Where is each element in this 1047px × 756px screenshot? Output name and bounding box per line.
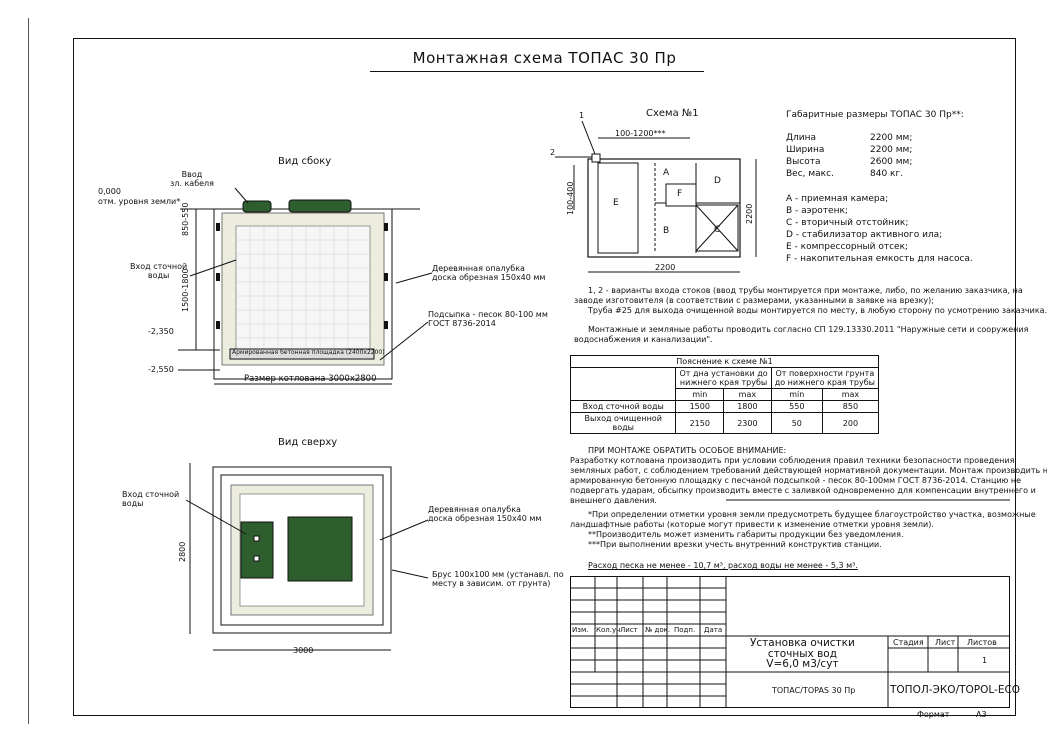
table-cell: 200	[821, 412, 880, 434]
top-formwork-label: Деревянная опалубка доска обрезная 150х4…	[428, 505, 542, 524]
footnote-line: ландшафтные работы (которые могут привес…	[570, 520, 934, 529]
dimension-value: 840 кг.	[870, 169, 904, 179]
note-line: заводе изготовителя (в соответствии с ра…	[574, 296, 934, 305]
zone-d-label: D	[714, 176, 721, 186]
legend-item: В - аэротенк;	[786, 206, 848, 216]
zone-f-label: F	[677, 189, 683, 199]
legend-item: D - стабилизатор активного ила;	[786, 230, 943, 240]
legend-item: А - приемная камера;	[786, 194, 889, 204]
stamp-col: Лист	[620, 626, 638, 634]
title-block	[570, 576, 1010, 708]
legend-item: Е - компрессорный отсек;	[786, 242, 909, 252]
scheme-heading: Схема №1	[646, 108, 699, 119]
attention-line: подвергать ударам, обсыпку производить в…	[570, 486, 1036, 495]
zone-c-label: C	[714, 225, 721, 235]
legend-item: С - вторичный отстойник;	[786, 218, 909, 228]
mark-2350: -2,350	[148, 327, 174, 336]
attention-line: внешнего давления.	[570, 496, 657, 505]
format-label: Формат	[917, 710, 950, 719]
cable-entry-label: Ввод зл. кабеля	[170, 170, 214, 189]
stamp-stage-label: Стадия	[893, 638, 924, 647]
table-group-header: От дна установки до нижнего края трубы	[675, 367, 772, 389]
attention-line: Разработку котлована производить при усл…	[570, 456, 1015, 465]
table-group-header: От поверхности грунта до нижнего края тр…	[770, 367, 880, 389]
top-view-heading: Вид сверху	[278, 437, 338, 448]
dimensions-heading: Габаритные размеры ТОПАС 30 Пр**:	[786, 110, 964, 120]
scheme-marker-1: 1	[579, 111, 585, 120]
stamp-col: № док.	[645, 626, 671, 634]
ground-label: отм. уровня земли*	[98, 197, 181, 206]
dimension-label: Вес, макс.	[786, 169, 834, 179]
note-line: 1, 2 - варианты входа стоков (ввод трубы…	[588, 286, 1023, 295]
stamp-product: ТОПАС/TOPAS 30 Пр	[772, 686, 856, 695]
note-line: водоснабжения и канализации".	[574, 335, 713, 344]
stamp-sheet-label: Лист	[935, 638, 956, 647]
side-formwork-label: Деревянная опалубка доска обрезная 150х4…	[432, 264, 546, 283]
scheme-dim-bottom: 2200	[655, 263, 676, 272]
note-line: Труба #25 для выхода очищенной воды монт…	[588, 306, 1047, 315]
drawing-title: Монтажная схема ТОПАС 30 Пр	[412, 49, 677, 67]
attention-line: земляных работ, с соблюдением требований…	[570, 466, 1047, 475]
footnote-line: *При определении отметки уровня земли пр…	[588, 510, 1036, 519]
pit-size-label: Размер котлована 3000х2800	[244, 374, 377, 384]
side-view-section	[178, 187, 433, 385]
zone-e-label: E	[613, 198, 619, 208]
zone-a-label: A	[663, 168, 670, 178]
stamp-title: Установка очистки сточных вод V=6,0 м3/с…	[750, 637, 855, 670]
stamp-col: Подп.	[674, 626, 696, 634]
table-row: Вход сточной воды 1500 1800 550 850	[569, 400, 880, 413]
format-value: А3	[976, 710, 987, 719]
top-view-plan	[185, 463, 429, 651]
stamp-col: Кол.уч	[596, 626, 621, 634]
bedding-label: Подсыпка - песок 80-100 мм ГОСТ 8736-201…	[428, 310, 548, 329]
attention-heading: ПРИ МОНТАЖЕ ОБРАТИТЬ ОСОБОЕ ВНИМАНИЕ:	[588, 446, 787, 455]
table-row: Выход очищенной воды 2150 2300 50 200	[569, 412, 880, 434]
attention-line: армированную бетонную площадку с песчано…	[570, 476, 1022, 485]
footnote-line: **Производитель может изменить габариты …	[588, 530, 904, 539]
explanation-table: Пояснение к схеме №1 От дна установки до…	[569, 355, 880, 434]
dimension-value: 2200 мм;	[870, 145, 913, 155]
scheme-marker-2: 2	[550, 148, 556, 157]
stamp-company: ТОПОЛ-ЭКО/TOPOL-ECO	[890, 684, 1021, 696]
slab-label: Армированная бетонная площадка (2400х220…	[232, 349, 385, 356]
legend-item: F - накопительная емкость для насоса.	[786, 254, 973, 264]
table-row-label: Выход очищенной воды	[569, 412, 677, 434]
stamp-sheets-label: Листов	[967, 638, 997, 647]
side-view-heading: Вид сбоку	[278, 156, 332, 167]
side-inlet-label: Вход сточной воды	[130, 262, 188, 281]
zone-b-label: B	[663, 226, 670, 236]
dimension-value: 2600 мм;	[870, 157, 913, 167]
binding-margin-line	[28, 18, 29, 724]
top-inlet-label: Вход сточной воды	[122, 490, 180, 509]
table-cell: 50	[770, 412, 823, 434]
scheme-dim-top: 100-1200***	[615, 129, 666, 138]
dimension-label: Длина	[786, 133, 817, 143]
beam-label: Брус 100х100 мм (устанавл. по месту в за…	[432, 570, 564, 589]
ground-mark: 0,000	[98, 187, 121, 196]
stamp-col: Дата	[704, 626, 723, 634]
consumption-note: Расход песка не менее - 10,7 м³, расход …	[588, 561, 858, 570]
dimension-label: Ширина	[786, 145, 825, 155]
footnote-line: ***При выполнении врезки учесть внутренн…	[588, 540, 882, 549]
top-dim-width: 3000	[293, 646, 314, 655]
drawing-sheet: Монтажная схема ТОПАС 30 Пр	[73, 38, 1016, 716]
stamp-sheets-value: 1	[982, 656, 988, 665]
note-line: Монтажные и земляные работы проводить со…	[588, 325, 1029, 334]
scheme-1-plan	[555, 120, 757, 273]
stamp-col: Изм.	[572, 626, 589, 634]
mark-2550: -2,550	[148, 365, 174, 374]
table-cell: 2150	[675, 412, 725, 434]
dimension-value: 2200 мм;	[870, 133, 913, 143]
dimension-label: Высота	[786, 157, 821, 167]
title-underline	[370, 71, 704, 72]
